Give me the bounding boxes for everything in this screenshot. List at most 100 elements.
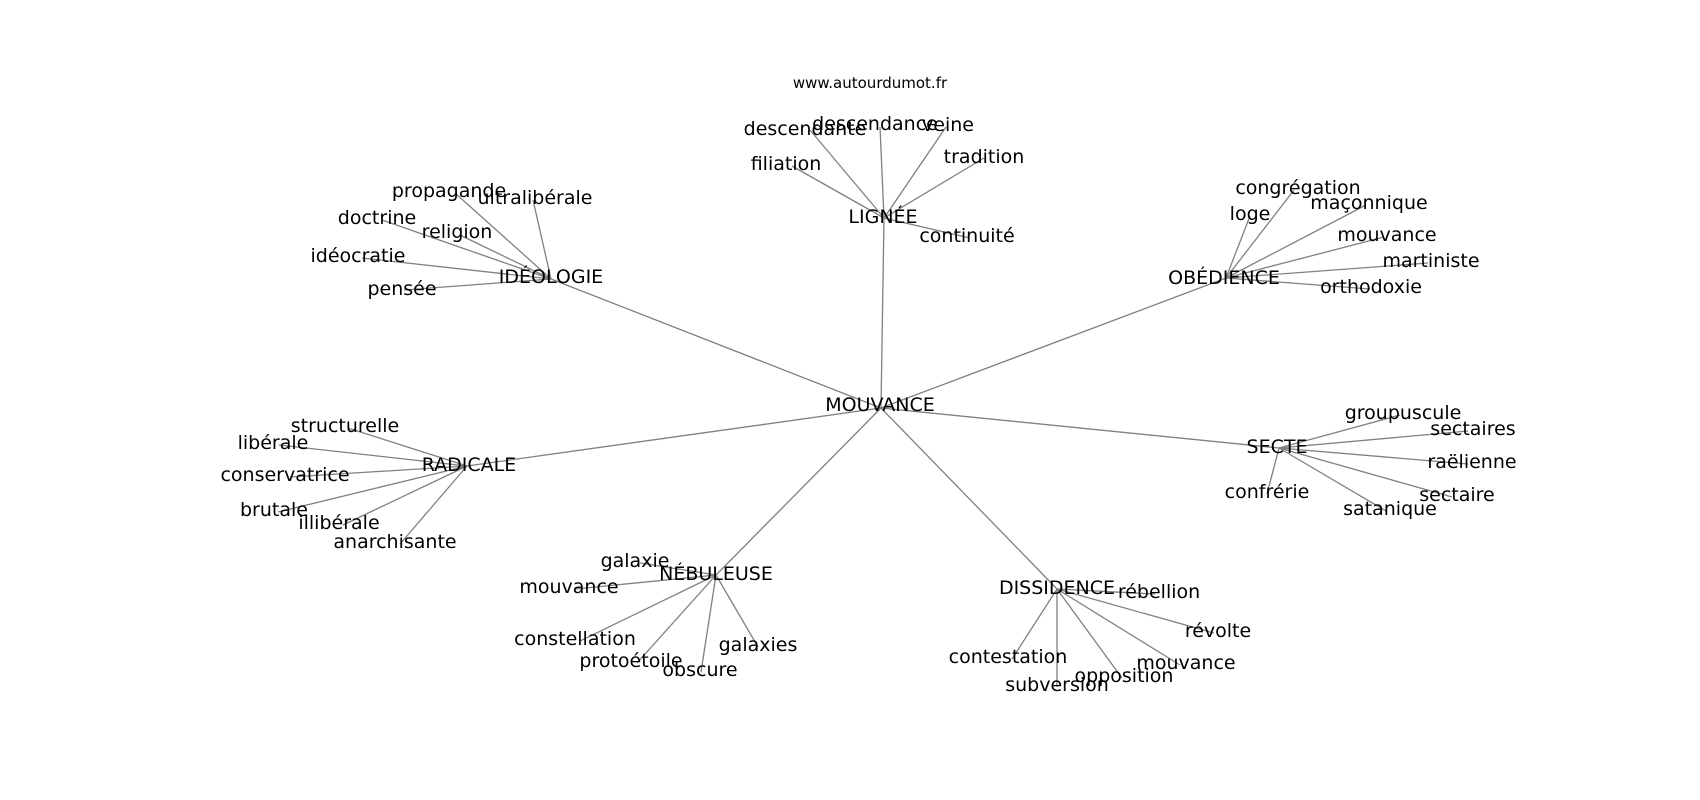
hub-leaf-edge — [639, 562, 717, 576]
hub-leaf-edge — [1056, 588, 1215, 634]
hub-leaf-edge — [1278, 414, 1401, 449]
leaf-node: loge — [1230, 203, 1271, 225]
hub-node: OBÉDIENCE — [1168, 266, 1280, 289]
hub-leaf-edge — [1225, 277, 1371, 290]
hub-leaf-edge — [1278, 447, 1387, 512]
source-label: www.autourdumot.fr — [793, 74, 948, 92]
hub-leaf-edge — [1225, 215, 1251, 279]
hub-leaf-edge — [1266, 447, 1280, 495]
hub-leaf-edge — [278, 444, 468, 467]
leaf-node: mouvance — [519, 576, 618, 598]
leaf-node: illibérale — [298, 512, 379, 534]
leaf-node: mouvance — [1337, 224, 1436, 246]
hub-leaf-edge — [1225, 189, 1295, 279]
leaf-node: conservatrice — [220, 464, 349, 486]
hub-leaf-edge — [289, 465, 468, 478]
leaf-node: veine — [922, 114, 974, 136]
leaf-node: raëlienne — [1427, 451, 1516, 473]
leaf-node: confrérie — [1225, 481, 1310, 503]
leaf-node: anarchisante — [333, 531, 456, 553]
hub-leaf-edge — [1056, 588, 1181, 666]
hub-leaf-edge — [883, 217, 971, 239]
hub-node: RADICALE — [422, 454, 517, 476]
hub-leaf-edge — [1278, 447, 1453, 498]
hub-leaf-edge — [532, 199, 552, 280]
leaf-node: filiation — [751, 153, 822, 175]
hub-leaf-edge — [574, 574, 717, 590]
hub-leaf-edge — [1278, 430, 1469, 449]
center-node: MOUVANCE — [825, 394, 935, 416]
leaf-node: constellation — [514, 628, 636, 650]
hub-leaf-edge — [277, 465, 468, 513]
leaf-node: brutale — [240, 499, 308, 521]
leaf-node: propagande — [392, 180, 506, 202]
leaf-node: opposition — [1075, 665, 1174, 687]
leaf-node: religion — [422, 221, 493, 243]
hub-leaf-edge — [1225, 204, 1367, 279]
leaf-node: ultralibérale — [478, 187, 593, 209]
graph-labels: www.autourdumot.fr MOUVANCE LIGNÉE desce… — [220, 74, 1516, 696]
leaf-node: pensée — [367, 278, 436, 300]
leaf-node: groupuscule — [1345, 402, 1462, 424]
hub-leaf-edge — [1225, 262, 1429, 279]
graph-edges — [277, 126, 1469, 687]
leaf-node: maçonnique — [1310, 192, 1427, 214]
hub-node: DISSIDENCE — [999, 577, 1115, 599]
hub-node: LIGNÉE — [848, 205, 917, 228]
hub-leaf-edge — [1278, 447, 1469, 465]
center-hub-edge — [880, 407, 1280, 449]
leaf-node: doctrine — [338, 207, 416, 229]
hub-leaf-edge — [342, 465, 468, 526]
leaf-node: satanique — [1343, 498, 1437, 520]
leaf-node: congrégation — [1235, 177, 1360, 199]
hub-leaf-edge — [636, 574, 717, 664]
hub-leaf-edge — [381, 219, 552, 280]
leaf-node: descendante — [744, 118, 867, 140]
leaf-node: révolte — [1185, 620, 1251, 642]
hub-leaf-edge — [883, 126, 947, 219]
center-hub-edge — [715, 407, 882, 576]
center-hub-edge — [550, 278, 882, 409]
hub-leaf-edge — [403, 278, 552, 291]
leaf-node: continuité — [919, 225, 1014, 247]
hub-leaf-edge — [454, 192, 552, 280]
hub-leaf-edge — [361, 257, 552, 280]
leaf-node: structurelle — [291, 415, 399, 437]
leaf-node: mouvance — [1136, 652, 1235, 674]
leaf-node: protoétoile — [579, 650, 682, 672]
hub-leaf-edge — [399, 465, 468, 545]
hub-leaf-edge — [883, 157, 985, 219]
hub-leaf-edge — [791, 165, 885, 219]
leaf-node: libérale — [238, 432, 309, 454]
hub-leaf-edge — [1056, 588, 1123, 679]
center-hub-edge — [880, 217, 885, 409]
leaf-node: idéocratie — [311, 245, 406, 267]
hub-leaf-edge — [715, 574, 759, 648]
leaf-node: tradition — [944, 146, 1025, 168]
leaf-node: galaxies — [719, 634, 798, 656]
center-hub-edge — [880, 277, 1227, 409]
hub-leaf-edge — [347, 427, 468, 467]
center-hub-edge — [466, 407, 882, 467]
leaf-node: sectaires — [1430, 418, 1515, 440]
leaf-node: sectaire — [1419, 484, 1495, 506]
leaf-node: obscure — [662, 659, 737, 681]
leaf-node: orthodoxie — [1320, 276, 1422, 298]
hub-leaf-edge — [459, 234, 552, 280]
leaf-node: contestation — [949, 646, 1068, 668]
hub-leaf-edge — [879, 126, 885, 219]
hub-leaf-edge — [809, 129, 885, 219]
hub-leaf-edge — [1225, 236, 1385, 279]
center-hub-edge — [880, 407, 1058, 590]
leaf-node: galaxie — [601, 550, 670, 572]
hub-leaf-edge — [700, 574, 717, 673]
leaf-node: rébellion — [1118, 581, 1200, 603]
hub-node: IDÉOLOGIE — [499, 265, 603, 288]
hub-leaf-edge — [1011, 588, 1058, 660]
leaf-node: martiniste — [1382, 250, 1479, 272]
hub-node: NÉBULEUSE — [659, 562, 773, 585]
leaf-node: subversion — [1005, 674, 1109, 696]
hub-node: SECTE — [1247, 436, 1308, 458]
hub-leaf-edge — [1056, 588, 1156, 595]
